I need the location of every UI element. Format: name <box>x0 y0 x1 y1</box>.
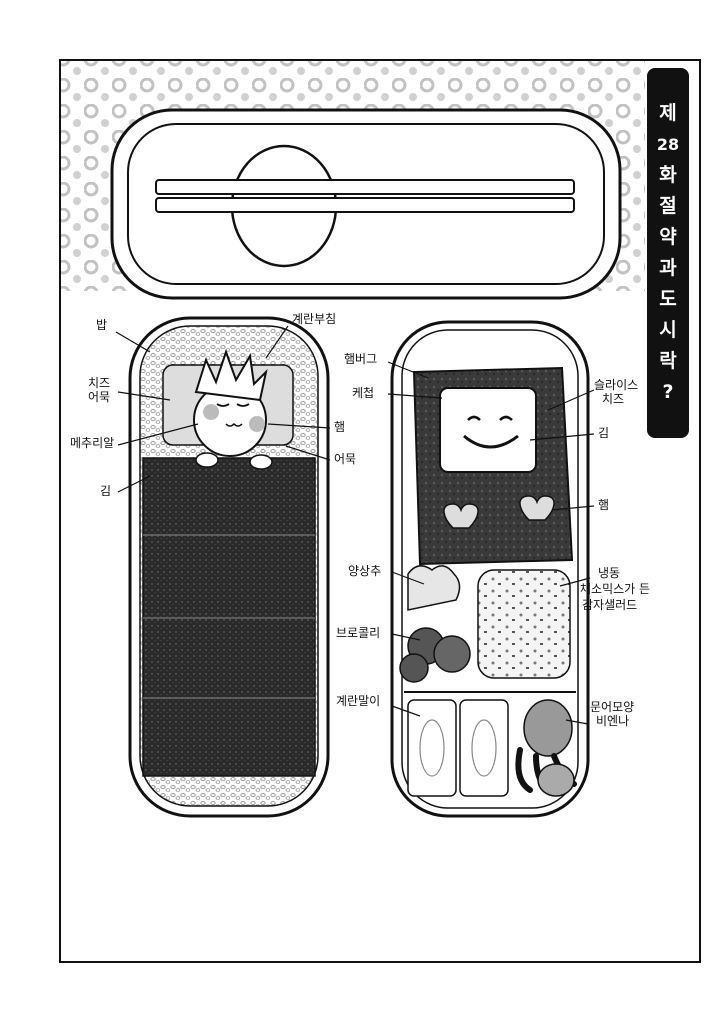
label-ham-right: 햄 <box>598 498 610 512</box>
quail-egg-face <box>193 348 268 457</box>
octopus-sausage <box>515 699 577 797</box>
label-octopus-1: 문어모양 <box>590 700 635 714</box>
title-char: 28 <box>656 135 680 154</box>
label-frozen-1: 냉동 <box>598 566 621 580</box>
title-char: 락 <box>659 350 677 372</box>
title-char: 도 <box>659 288 677 310</box>
seaweed-smile <box>463 434 519 449</box>
label-cheese-fishcake-1: 치즈 <box>88 376 111 390</box>
label-quail-egg: 메추리알 <box>70 436 115 450</box>
label-frozen-2: 채소믹스가 든 <box>580 582 651 596</box>
chopsticks <box>155 179 575 213</box>
left-lunchbox <box>128 316 330 818</box>
right-lunchbox <box>390 320 590 818</box>
title-char: 시 <box>659 319 677 341</box>
label-cabbage: 양상추 <box>348 564 382 578</box>
seaweed-blanket <box>142 457 316 777</box>
label-ketchup: 케첩 <box>352 386 375 400</box>
rolled-egg-1 <box>407 699 457 797</box>
label-cheese-fishcake-2: 어묵 <box>88 390 111 404</box>
label-sliced-cheese-2: 치즈 <box>602 392 625 406</box>
potato-salad <box>477 569 571 679</box>
rolled-egg-2 <box>459 699 509 797</box>
title-char: 제 <box>659 102 677 124</box>
label-fishcake: 어묵 <box>334 452 357 466</box>
label-rolled-egg: 계란말이 <box>336 694 381 708</box>
label-broccoli: 브로콜리 <box>336 626 381 640</box>
title-char: 약 <box>659 226 677 248</box>
broccoli <box>399 627 471 683</box>
leader-lines <box>115 325 595 725</box>
title-char: 화 <box>659 164 677 186</box>
title-char: 절 <box>659 195 677 217</box>
label-frozen-3: 감자샐러드 <box>582 598 638 612</box>
label-hamburg: 햄버그 <box>344 352 378 366</box>
label-seaweed-left: 김 <box>100 484 112 498</box>
chapter-title: 제 28 화 절 약 과 도 시 락 ? <box>647 68 689 438</box>
title-char: 과 <box>659 257 677 279</box>
label-fried-egg: 계란부침 <box>292 312 337 326</box>
label-ham-left: 햄 <box>334 420 346 434</box>
cheese-slice <box>439 387 537 473</box>
label-seaweed-right: 김 <box>598 426 610 440</box>
label-octopus-2: 비엔나 <box>596 714 630 728</box>
label-rice: 밥 <box>96 318 108 332</box>
chopstick-case <box>110 108 622 300</box>
label-sliced-cheese-1: 슬라이스 <box>594 378 639 392</box>
title-char: ? <box>662 381 674 403</box>
